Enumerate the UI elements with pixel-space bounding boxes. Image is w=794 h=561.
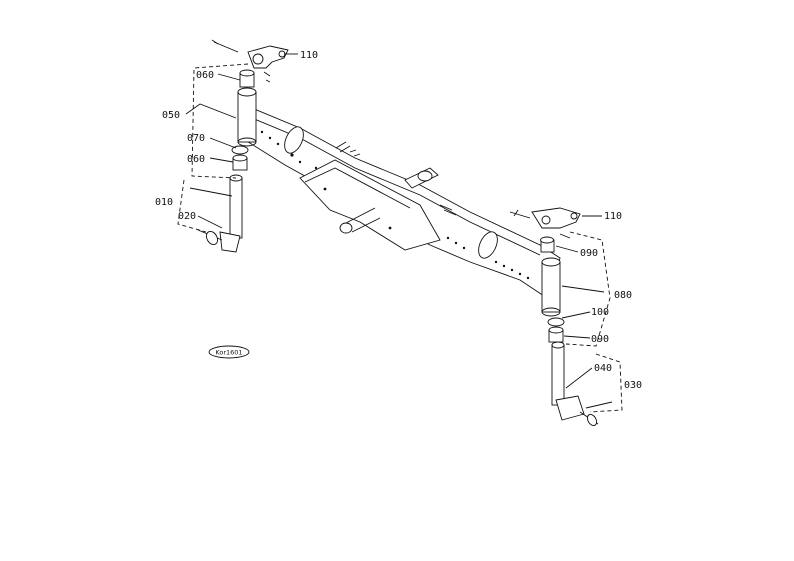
part-labels: 110 060 050 070 060 010 020 110 090 080 … — [155, 50, 642, 391]
right-kingpin-housing — [541, 257, 561, 317]
label-060-bottom: 060 — [187, 154, 205, 165]
stamp-text: Kor1601 — [215, 349, 242, 357]
left-steering-arm — [211, 39, 289, 83]
right-knuckle — [551, 341, 599, 427]
label-080: 080 — [614, 290, 632, 301]
label-060-top: 060 — [196, 70, 214, 81]
label-090-bottom: 090 — [591, 334, 609, 345]
label-110-right: 110 — [604, 211, 622, 222]
label-050: 050 — [162, 110, 180, 121]
right-top-bushing — [540, 236, 555, 253]
label-090-top: 090 — [580, 248, 598, 259]
label-010: 010 — [155, 197, 173, 208]
label-020: 020 — [178, 211, 196, 222]
left-knuckle — [197, 174, 243, 253]
label-040: 040 — [594, 363, 612, 374]
label-030: 030 — [624, 380, 642, 391]
label-100: 100 — [591, 307, 609, 318]
left-kingpin-housing — [237, 87, 257, 147]
label-110-left: 110 — [300, 50, 318, 61]
right-lower-seal — [547, 317, 565, 327]
right-steering-arm — [509, 207, 581, 239]
left-lower-bushing — [232, 154, 248, 171]
axle-beam — [244, 107, 561, 301]
assembly-brackets — [177, 63, 623, 413]
diagram-reference-stamp: Kor1601 — [208, 345, 250, 359]
right-lower-bushing — [548, 326, 564, 343]
left-top-bushing — [239, 69, 255, 88]
leader-lines — [185, 53, 613, 409]
label-070: 070 — [187, 133, 205, 144]
